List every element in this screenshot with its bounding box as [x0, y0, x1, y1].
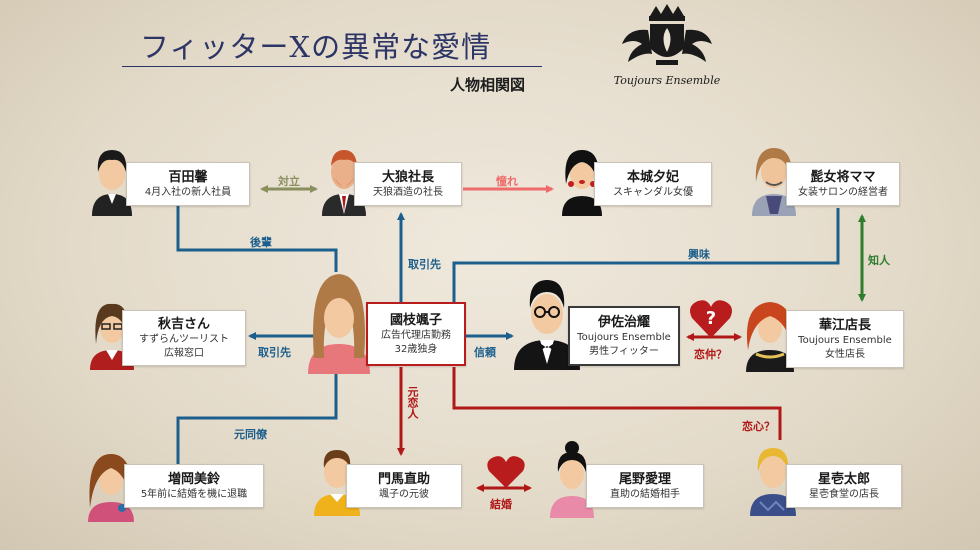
person-name: 百田馨 [168, 169, 208, 185]
person-card-akiyoshi: 秋吉さん すずらんツーリスト 広報窓口 [122, 310, 246, 366]
avatar-higejo [752, 148, 796, 216]
person-name: 髭女将ママ [810, 169, 876, 185]
person-name: 秋吉さん [157, 316, 210, 332]
person-name: 華江店長 [818, 317, 871, 333]
person-name: 伊佐治耀 [597, 314, 650, 330]
svg-text:?: ? [706, 308, 716, 329]
person-desc: すずらんツーリスト [139, 333, 229, 345]
person-name: 門馬直助 [377, 471, 430, 487]
title-underline [122, 66, 542, 67]
person-desc: 女性店長 [825, 348, 865, 360]
person-name: 尾野愛理 [618, 471, 671, 487]
person-desc: 颯子の元彼 [379, 488, 429, 500]
person-desc: 4月入社の新人社員 [144, 186, 232, 198]
person-name: 本城夕妃 [626, 169, 679, 185]
avatar-masuoka [88, 454, 134, 522]
person-card-ohgami: 大狼社長 天狼酒造の社長 [354, 162, 462, 206]
person-card-kunieda: 國枝颯子 広告代理店勤務 32歳独身 [366, 302, 466, 366]
relation-label-torihikisaki-up: 取引先 [408, 258, 441, 271]
person-desc: Toujours Ensemble [577, 331, 671, 343]
relation-label-shinrai: 信頼 [474, 346, 496, 359]
avatar-momota [92, 150, 132, 216]
person-desc: 32歳独身 [394, 343, 438, 355]
heart-question-icon: ? [690, 300, 732, 338]
relation-label-koigokoro: 恋心？ [742, 420, 775, 433]
person-desc: 男性フィッター [589, 345, 659, 357]
person-card-higejo: 髭女将ママ 女装サロンの経営者 [786, 162, 900, 206]
person-desc: 天狼酒造の社長 [373, 186, 443, 198]
relation-label-motodoryo: 元同僚 [234, 428, 267, 441]
relation-label-motokoibito: 元恋人 [406, 386, 419, 419]
person-desc: 広告代理店勤務 [381, 329, 451, 341]
person-name: 大狼社長 [381, 169, 434, 185]
page-title: フィッターXの異常な愛情 [140, 30, 492, 64]
page-subtitle: 人物相関図 [450, 76, 526, 94]
person-card-hanae: 華江店長 Toujours Ensemble 女性店長 [786, 310, 904, 368]
relation-label-kekkon: 結婚 [490, 498, 512, 511]
avatar-ono [550, 441, 594, 518]
person-name: 國枝颯子 [389, 312, 442, 328]
person-desc: 星壱食堂の店長 [809, 488, 879, 500]
crest-logo-icon [622, 4, 712, 65]
person-name: 星壱太郎 [817, 471, 870, 487]
avatar-kunieda [308, 274, 370, 374]
person-card-masuoka: 増岡美鈴 5年前に結婚を機に退職 [124, 464, 264, 508]
person-card-ono: 尾野愛理 直助の結婚相手 [586, 464, 704, 508]
avatar-hoshi [750, 448, 796, 516]
heart-icon [487, 456, 525, 488]
avatar-honjo [562, 150, 602, 216]
person-desc: 5年前に結婚を機に退職 [140, 488, 248, 500]
relation-label-kohai: 後輩 [250, 236, 272, 249]
person-card-honjo: 本城夕妃 スキャンダル女優 [594, 162, 712, 206]
relation-label-kyomi: 興味 [688, 248, 710, 261]
relation-label-akogare: 憧れ [496, 175, 518, 188]
person-card-isa: 伊佐治耀 Toujours Ensemble 男性フィッター [568, 306, 680, 366]
person-desc: 女装サロンの経営者 [798, 186, 888, 198]
person-name: 増岡美鈴 [167, 471, 220, 487]
relation-label-torihikisaki-left: 取引先 [258, 346, 291, 359]
avatar-hanae [746, 302, 794, 372]
person-desc: スキャンダル女優 [613, 186, 693, 198]
person-desc: 直助の結婚相手 [610, 488, 680, 500]
person-card-momota: 百田馨 4月入社の新人社員 [126, 162, 250, 206]
logo-wordmark: Toujours Ensemble [613, 74, 721, 87]
person-desc: Toujours Ensemble [798, 334, 892, 346]
person-card-kadoma: 門馬直助 颯子の元彼 [346, 464, 462, 508]
person-desc: 広報窓口 [164, 347, 204, 359]
relation-label-chijin: 知人 [868, 254, 890, 267]
relation-label-koinaka: 恋仲？ [694, 348, 727, 361]
person-card-hoshi: 星壱太郎 星壱食堂の店長 [786, 464, 902, 508]
relation-label-taiuritsu: 対立 [278, 175, 300, 188]
avatar-isa [514, 280, 580, 370]
